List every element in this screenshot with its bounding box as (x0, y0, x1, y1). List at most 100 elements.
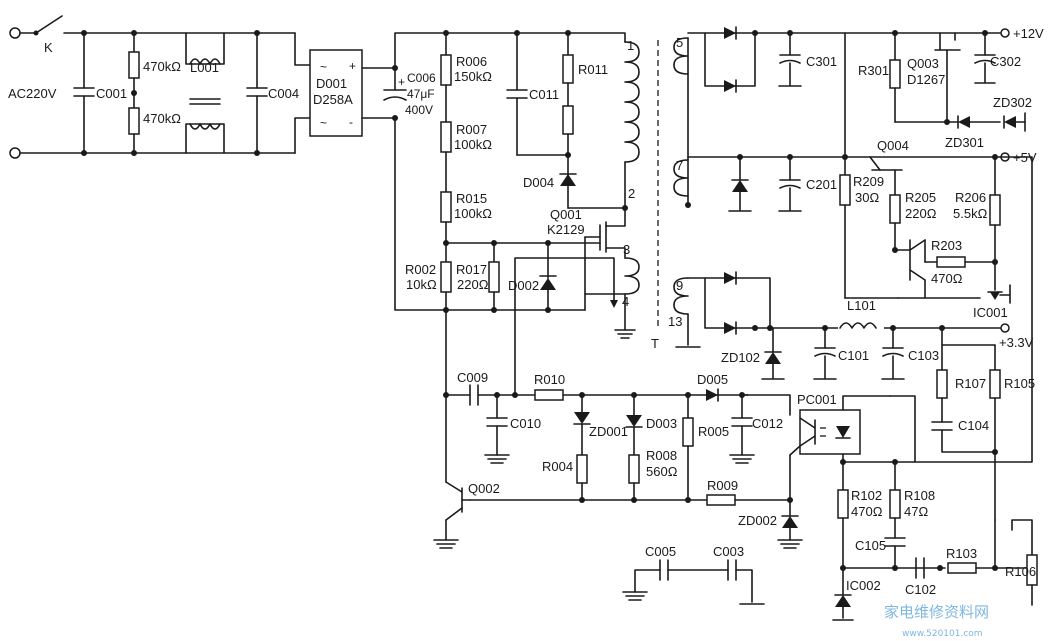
label-c006-volt: 400V (405, 103, 433, 117)
output-12v (687, 26, 1026, 132)
label-r209-value: 30Ω (855, 190, 879, 205)
label-r106: R106 (1005, 564, 1036, 579)
label-plus-5v: +5V (1013, 150, 1037, 165)
label-r-bottom: 470kΩ (143, 111, 181, 126)
label-pin7: 7 (676, 158, 683, 173)
svg-text:~: ~ (320, 116, 327, 130)
label-zd301: ZD301 (945, 135, 984, 150)
watermark: 家电维修资料网 www.520101.com (884, 603, 989, 639)
output-5v (687, 32, 1033, 463)
label-r103: R103 (946, 546, 977, 561)
label-d004: D004 (523, 175, 554, 190)
label-r205: R205 (905, 190, 936, 205)
ac-input-section (9, 15, 311, 159)
label-c003: C003 (713, 544, 744, 559)
label-c201: C201 (806, 177, 837, 192)
label-r008: R008 (646, 448, 677, 463)
label-q002: Q002 (468, 481, 500, 496)
y-capacitors (622, 559, 765, 605)
label-pin13: 13 (668, 314, 682, 329)
label-r004: R004 (542, 459, 573, 474)
label-plus-12v: +12V (1013, 26, 1044, 41)
label-r008-value: 560Ω (646, 464, 678, 479)
label-r205-value: 220Ω (905, 206, 937, 221)
label-r009: R009 (707, 478, 738, 493)
label-r108: R108 (904, 488, 935, 503)
label-pc001: PC001 (797, 392, 837, 407)
label-r015-value: 100kΩ (454, 206, 492, 221)
label-pin9: 9 (676, 278, 683, 293)
label-d005: D005 (697, 372, 728, 387)
label-r011: R011 (578, 62, 608, 77)
ac-terminal-bottom (9, 147, 21, 159)
label-d002: D002 (508, 278, 539, 293)
label-plus-3v3: +3.3V (999, 335, 1034, 350)
label-r102: R102 (851, 488, 882, 503)
label-l101: L101 (847, 298, 876, 313)
label-r105: R105 (1004, 376, 1035, 391)
label-r206: R206 (955, 190, 986, 205)
label-r203-value: 470Ω (931, 271, 963, 286)
label-r006-value: 150kΩ (454, 69, 492, 84)
label-c011: C011 (529, 87, 559, 102)
label-k: K (44, 40, 53, 55)
label-r005: R005 (698, 424, 729, 439)
label-pin2: 2 (628, 186, 635, 201)
label-r006: R006 (456, 54, 487, 69)
label-c101: C101 (838, 348, 869, 363)
label-r017: R017 (456, 262, 487, 277)
label-c004: C004 (268, 86, 299, 101)
label-c005: C005 (645, 544, 676, 559)
label-c006: C006 (407, 71, 436, 85)
label-c006-cap: 47μF (407, 87, 435, 101)
secondary-feedback (832, 459, 1038, 621)
label-r107: R107 (955, 376, 986, 391)
svg-text:-: - (349, 115, 353, 129)
label-c001: C001 (96, 86, 127, 101)
label-pin1: 1 (627, 38, 634, 53)
label-c012: C012 (752, 416, 783, 431)
label-c301: C301 (806, 54, 837, 69)
label-pin3: 3 (623, 242, 630, 257)
label-c105: C105 (855, 538, 886, 553)
label-r007: R007 (456, 122, 487, 137)
label-r002-value: 10kΩ (406, 277, 437, 292)
switch-k (35, 15, 63, 34)
svg-text:+: + (349, 59, 356, 73)
label-c009: C009 (457, 370, 488, 385)
label-r209: R209 (853, 174, 884, 189)
label-r102-value: 470Ω (851, 504, 883, 519)
bridge-rectifier-d001: ~ ~ + - (309, 49, 363, 137)
label-k2129: K2129 (547, 222, 585, 237)
label-d1267: D1267 (907, 72, 945, 87)
label-zd002: ZD002 (738, 513, 777, 528)
label-r007-value: 100kΩ (454, 137, 492, 152)
label-ac220v: AC220V (8, 86, 57, 101)
label-zd302: ZD302 (993, 95, 1032, 110)
svg-text:~: ~ (320, 60, 327, 74)
label-c102: C102 (905, 582, 936, 597)
label-q003: Q003 (907, 56, 939, 71)
snubber-network (506, 30, 628, 211)
watermark-title: 家电维修资料网 (884, 603, 989, 621)
label-d001: D001 (316, 76, 347, 91)
label-q004: Q004 (877, 138, 909, 153)
label-r015: R015 (456, 191, 487, 206)
label-c010: C010 (510, 416, 541, 431)
primary-control (433, 257, 803, 549)
label-transformer-t: T (651, 336, 659, 351)
label-zd102: ZD102 (721, 350, 760, 365)
ac-terminal-top (9, 27, 21, 39)
label-d003: D003 (646, 416, 677, 431)
label-c104: C104 (958, 418, 989, 433)
label-r002: R002 (405, 262, 436, 277)
label-r203: R203 (931, 238, 962, 253)
output-3v3 (687, 271, 1010, 521)
label-r206-value: 5.5kΩ (953, 206, 988, 221)
label-d258a: D258A (313, 92, 353, 107)
svg-text:+: + (398, 75, 405, 89)
mosfet-q001 (584, 207, 626, 311)
label-c103: C103 (908, 348, 939, 363)
label-c302: C302 (990, 54, 1021, 69)
